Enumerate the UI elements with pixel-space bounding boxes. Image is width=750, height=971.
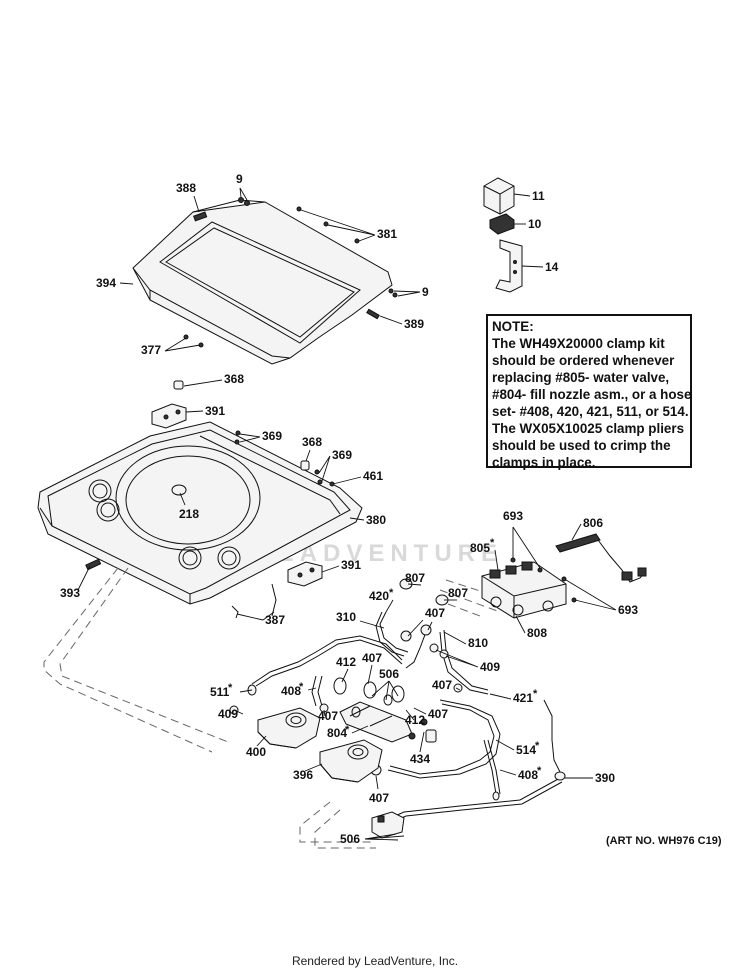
note-line: clamps in place. [492, 455, 596, 470]
callout-421: 421 [513, 691, 533, 705]
note-line: should be ordered whenever [492, 353, 675, 368]
lid-hardware [183, 197, 398, 348]
callout-407: 407 [428, 707, 448, 721]
callout-808: 808 [527, 626, 547, 640]
callout-218: 218 [179, 507, 199, 521]
bracket-parts [483, 177, 523, 293]
note-line: NOTE: [492, 319, 534, 334]
callout-810: 810 [468, 636, 488, 650]
callout-805: 805 [470, 541, 490, 555]
callout-407: 407 [432, 678, 452, 692]
callout-693: 693 [618, 603, 638, 617]
callout-369: 369 [332, 448, 352, 462]
callout-labels: 388 9 381 394 9 389 377 368 391 369 368 369 461 218 38… [60, 172, 638, 846]
callout-388: 388 [176, 181, 196, 195]
callout-14: 14 [545, 260, 559, 274]
asterisk-mark: * [345, 724, 350, 736]
callout-394: 394 [96, 276, 116, 290]
note-line: #804- fill nozzle asm., or a hose [492, 387, 692, 402]
callout-409: 409 [480, 660, 500, 674]
callout-400: 400 [246, 745, 266, 759]
callout-806: 806 [583, 516, 603, 530]
callout-407: 407 [369, 791, 389, 805]
callout-693: 693 [503, 509, 523, 523]
callout-10: 10 [528, 217, 542, 231]
top-cover-hardware [85, 430, 335, 619]
callout-807: 807 [448, 586, 468, 600]
callout-381: 381 [377, 227, 397, 241]
callout-377: 377 [141, 343, 161, 357]
callout-368: 368 [302, 435, 322, 449]
dispenser-396 [319, 739, 383, 783]
dispenser-400 [257, 707, 321, 749]
asterisk-mark: * [389, 587, 394, 599]
callout-409: 409 [218, 707, 238, 721]
connector-506 [371, 811, 405, 839]
callout-9: 9 [422, 285, 429, 299]
note-line: set- #408, 420, 421, 511, or 514. [492, 404, 689, 419]
note-line: The WX05X10025 clamp pliers [492, 421, 685, 436]
asterisk-mark: * [228, 682, 233, 694]
callout-407: 407 [362, 651, 382, 665]
water-valve [481, 557, 577, 619]
hinge-upper [151, 380, 187, 429]
callout-804: 804 [327, 726, 347, 740]
callout-412: 412 [405, 713, 425, 727]
callout-514: 514 [516, 743, 536, 757]
callout-407: 407 [425, 606, 445, 620]
callout-434: 434 [410, 752, 430, 766]
clamp-kit-note: NOTE: The WH49X20000 clamp kit should be o… [486, 314, 692, 470]
callout-412: 412 [336, 655, 356, 669]
callout-368: 368 [224, 372, 244, 386]
wiring-harness [555, 533, 647, 583]
callout-11: 11 [532, 189, 545, 203]
asterisk-marks: * * * * * * * * [228, 537, 542, 777]
dashed-routing [43, 567, 509, 849]
callout-391: 391 [341, 558, 361, 572]
callout-807: 807 [405, 571, 425, 585]
callout-391: 391 [205, 404, 225, 418]
asterisk-mark: * [537, 765, 542, 777]
fill-nozzle [333, 677, 437, 743]
asterisk-mark: * [533, 688, 538, 700]
callout-9: 9 [236, 172, 243, 186]
top-cover [37, 421, 363, 605]
callout-393: 393 [60, 586, 80, 600]
callout-407: 407 [318, 709, 338, 723]
callout-396: 396 [293, 768, 313, 782]
note-line: should be used to crimp the [492, 438, 671, 453]
asterisk-mark: * [299, 681, 304, 693]
callout-506: 506 [379, 667, 399, 681]
asterisk-mark: * [535, 740, 540, 752]
callout-387: 387 [265, 613, 285, 627]
lid-assembly [132, 199, 393, 365]
callout-506: 506 [340, 832, 360, 846]
callout-511: 511 [210, 685, 230, 699]
leader-lines [77, 187, 617, 841]
callout-389: 389 [404, 317, 424, 331]
hose-clamps [229, 578, 566, 801]
callout-380: 380 [366, 513, 386, 527]
render-credit: Rendered by LeadVenture, Inc. [291, 954, 459, 968]
callout-408: 408 [518, 768, 538, 782]
asterisk-mark: * [490, 537, 495, 549]
note-line: The WH49X20000 clamp kit [492, 336, 665, 351]
callout-390: 390 [595, 771, 615, 785]
note-line: replacing #805- water valve, [492, 370, 670, 385]
callout-408: 408 [281, 684, 301, 698]
callout-310: 310 [336, 610, 356, 624]
callout-461: 461 [363, 469, 383, 483]
callout-420: 420 [369, 589, 389, 603]
art-number: (ART NO. WH976 C19) [606, 835, 722, 847]
callout-369: 369 [262, 429, 282, 443]
